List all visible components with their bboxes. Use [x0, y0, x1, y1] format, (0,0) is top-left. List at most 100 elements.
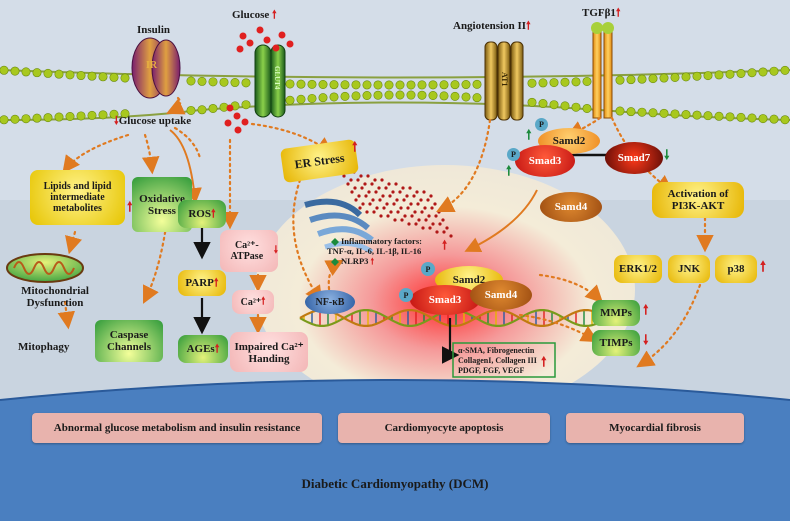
ribosome-dot — [417, 218, 421, 222]
smad7-node: Smad7 — [605, 142, 663, 174]
ribosome-dot — [364, 194, 368, 198]
ribosome-dot — [360, 186, 364, 190]
ribosome-dot — [431, 222, 435, 226]
lipid-head — [109, 109, 119, 119]
inflam-bullets — [331, 238, 339, 266]
ribosome-dot — [421, 226, 425, 230]
ribosome-dot — [350, 190, 354, 194]
lipid-head — [714, 111, 724, 121]
lipid-head — [197, 105, 207, 115]
erk-box: ERK1/2 — [614, 255, 662, 283]
lipid-head — [65, 112, 75, 122]
right-smad3-node: Smad3 — [515, 145, 575, 177]
ribosome-dot — [380, 178, 384, 182]
lipid-head — [10, 66, 20, 76]
lipid-head — [703, 71, 713, 81]
ribosome-dot — [381, 194, 385, 198]
smad3-node: Smad3 — [410, 285, 480, 315]
lipid-head — [549, 100, 559, 110]
green-down-arrow-icon: 🠗 — [664, 147, 670, 162]
ribosome-dot — [358, 206, 362, 210]
ribosome-dot — [359, 174, 363, 178]
lipid-head — [725, 112, 735, 122]
lipid-head — [395, 80, 405, 90]
dcm-base — [0, 380, 790, 521]
lipid-head — [703, 111, 713, 121]
lipid-head — [692, 71, 702, 81]
lipid-head — [582, 103, 592, 113]
lipid-head — [120, 73, 130, 83]
right-samd4-node: Samd4 — [540, 192, 602, 222]
lipid-head — [109, 72, 119, 82]
lipid-head — [340, 91, 350, 101]
lipid-head — [527, 78, 537, 88]
up-arrow-icon: 🠕 — [210, 207, 216, 220]
ribosome-dot — [415, 190, 419, 194]
ribosome-dot — [368, 202, 372, 206]
lipid-head — [648, 74, 658, 84]
lipids-box: Lipids and lipid intermediate metabolite… — [30, 170, 125, 225]
lipid-head — [758, 67, 768, 77]
lipid-head — [626, 75, 636, 85]
glucose-molecules — [224, 26, 294, 134]
lipid-head — [285, 79, 295, 89]
lipid-head — [186, 105, 196, 115]
green-up-arrow-icon: 🠕 — [506, 163, 512, 178]
lipid-head — [428, 80, 438, 90]
ribosome-dot — [363, 182, 367, 186]
glucose-label: Glucose 🠕 — [232, 9, 277, 21]
up-arrow-icon: 🠕 — [643, 302, 649, 317]
at1-receptor — [484, 41, 524, 121]
ribosome-dot — [391, 190, 395, 194]
lipid-head — [780, 65, 790, 75]
down-arrow-icon: 🠗 — [273, 244, 278, 256]
solid-arrows — [169, 129, 538, 253]
lipid-head — [362, 91, 372, 101]
ribosome-dot — [419, 198, 423, 202]
lipid-head — [747, 68, 757, 78]
lipid-head — [450, 80, 460, 90]
caspase-box: Caspase Channels — [95, 320, 163, 362]
lipid-head — [769, 66, 779, 76]
mitochondrion — [6, 253, 84, 283]
up-arrow-icon: 🠕 — [760, 260, 767, 275]
ribosome-dot — [438, 222, 442, 226]
lipid-head — [582, 76, 592, 86]
ribosome-dot — [356, 178, 360, 182]
inflam-title: Inflammatory factors: — [341, 236, 422, 246]
parp-box: PARP🠕 — [178, 270, 226, 296]
ribosome-dot — [407, 222, 411, 226]
lipid-head — [76, 71, 86, 81]
ribosome-dot — [378, 198, 382, 202]
nlrp3-label: NLRP3 🠕 — [341, 256, 375, 266]
ca-atpase-box: Ca²⁺-ATPase🠗 — [220, 230, 278, 272]
lipid-head — [428, 91, 438, 101]
lipid-head — [769, 114, 779, 124]
green-up-arrow-icon: 🠕 — [526, 127, 532, 142]
angiotension-label: Angiotension II🠕 — [453, 20, 531, 32]
lipid-head — [54, 69, 64, 79]
ribosome-dot — [372, 210, 376, 214]
lipid-head — [681, 72, 691, 82]
ribosome-dot — [442, 230, 446, 234]
lipid-head — [648, 108, 658, 118]
lipid-head — [241, 100, 251, 110]
down-arrow-icon: 🠗 — [114, 115, 119, 127]
lipid-head — [208, 103, 218, 113]
lipid-head — [692, 110, 702, 120]
ribosome-dot — [393, 218, 397, 222]
p38-box: p38 — [715, 255, 757, 283]
ribosome-dot — [435, 230, 439, 234]
ribosome-dot — [377, 186, 381, 190]
lipid-head — [32, 68, 42, 78]
ir-receptor — [131, 37, 181, 99]
outcome-box-apoptosis: Cardiomyocyte apoptosis — [338, 413, 550, 443]
ribosome-dot — [430, 206, 434, 210]
ages-box: AGEs🠕 — [178, 335, 228, 363]
lipid-head — [615, 106, 625, 116]
ribosome-dot — [384, 186, 388, 190]
lipid-head — [54, 112, 64, 122]
ribosome-dot — [400, 218, 404, 222]
phospho-marker: P — [507, 148, 520, 161]
lipid-head — [439, 80, 449, 90]
